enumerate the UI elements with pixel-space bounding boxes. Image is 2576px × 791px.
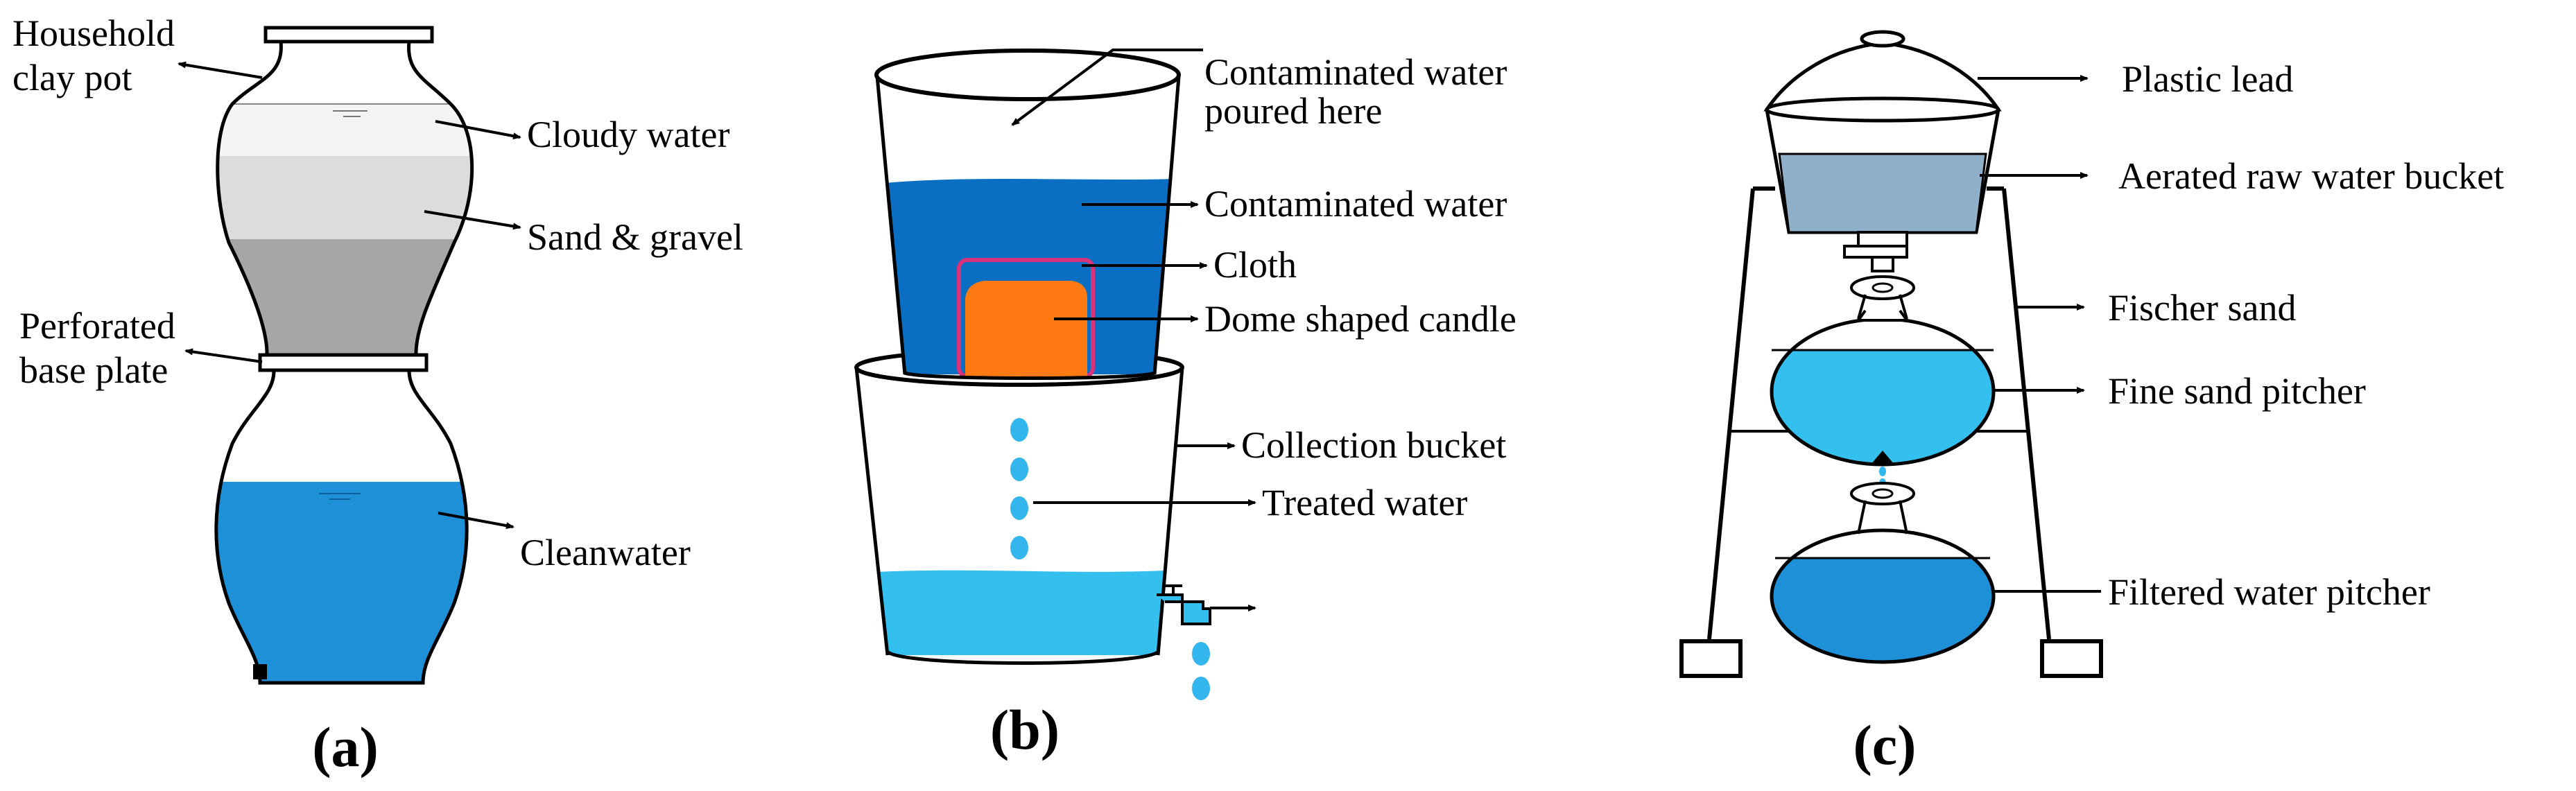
caption-a: (a) (312, 715, 379, 779)
label-fine-sand-pitcher: Fine sand pitcher (2108, 370, 2366, 412)
label-fischer-sand: Fischer sand (2108, 287, 2296, 329)
filtered-water-fill (1772, 558, 1994, 662)
label-clean-water: Cleanwater (520, 532, 691, 573)
stand (1679, 186, 2103, 678)
valve (1843, 231, 1908, 272)
label-cloth: Cloth (1213, 244, 1297, 286)
pitcher-nozzle (1871, 451, 1894, 464)
sand-layer (217, 156, 472, 239)
label-collection-bucket: Collection bucket (1241, 424, 1506, 466)
gravel-layer (217, 239, 472, 354)
panel-a: Household clay pot Cloudy water Sand & g… (12, 12, 743, 779)
arrow-sand-gravel (424, 210, 521, 230)
panel-c: Plastic lead Aerated raw water bucket Fi… (1679, 30, 2504, 776)
caption-b: (b) (990, 698, 1060, 761)
raw-water-fill (1778, 153, 1987, 234)
pot-lid (263, 26, 434, 44)
upper-clay-pot (216, 41, 474, 354)
label-contaminated-water: Contaminated water (1204, 183, 1507, 225)
label-treated-water: Treated water (1262, 482, 1467, 523)
label-raw-water-bucket: Aerated raw water bucket (2118, 155, 2504, 197)
label-plastic-lid: Plastic lead (2122, 58, 2293, 100)
panel-b: Contaminated water poured here Contamina… (854, 49, 1516, 761)
treated-water-fill (877, 570, 1179, 655)
tap (1157, 593, 1211, 625)
arrow-clay-pot (178, 61, 263, 79)
tap-stub (253, 664, 267, 679)
label-clay-pot-line1: Household (12, 12, 175, 54)
perforated-base-plate (258, 353, 429, 372)
arrow-cloudy-water (435, 120, 521, 140)
plastic-lid (1763, 30, 2002, 123)
label-poured-line1: Contaminated water (1204, 51, 1507, 93)
label-sand-gravel: Sand & gravel (527, 216, 743, 258)
label-candle: Dome shaped candle (1204, 298, 1516, 340)
label-cloudy-water: Cloudy water (527, 114, 729, 155)
clean-water-layer (216, 482, 467, 683)
label-filtered-pitcher: Filtered water pitcher (2108, 571, 2430, 613)
lower-clay-pot (214, 370, 469, 685)
label-plate-line1: Perforated (19, 305, 175, 347)
label-clay-pot-line2: clay pot (12, 57, 132, 98)
arrow-clean-water (438, 512, 515, 530)
collection-bucket (854, 367, 1184, 656)
dome-candle (965, 281, 1087, 378)
arrow-base-plate (184, 348, 263, 363)
cloudy-water-layer (217, 103, 472, 158)
filtered-water-pitcher (1770, 528, 1996, 664)
caption-c: (c) (1853, 713, 1916, 776)
water-drops (1010, 418, 1210, 700)
label-poured-line2: poured here (1204, 90, 1382, 132)
upper-container (875, 76, 1181, 375)
arrow-poured (1011, 49, 1203, 126)
label-plate-line2: base plate (19, 349, 168, 391)
